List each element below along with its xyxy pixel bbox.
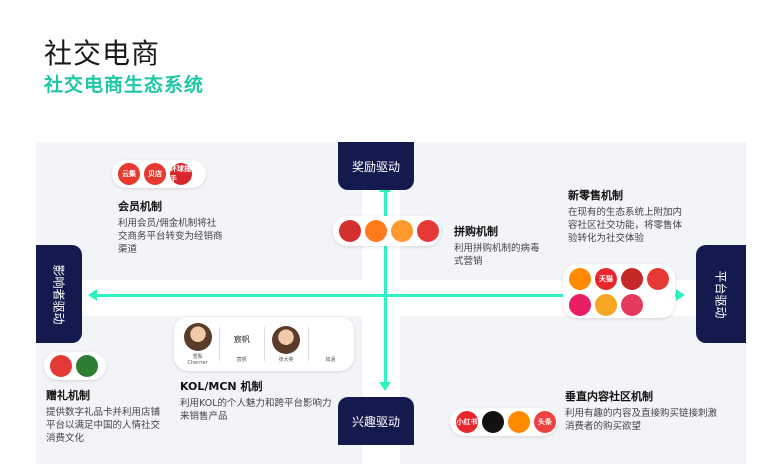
- brand-logo: 环球捕手: [170, 163, 192, 185]
- mechanism-description: 利用拼购机制的病毒式营销: [454, 242, 540, 268]
- arrow-left-icon: [88, 289, 97, 301]
- ruhan-logo: [316, 326, 344, 354]
- arrow-down-icon: [379, 382, 391, 391]
- kol-item: 宸帆宸帆: [224, 326, 259, 363]
- brand-logo: [365, 220, 387, 242]
- mechanism-description-line: 利用有趣的内容及直接购买链接刺激: [565, 408, 718, 419]
- mechanism-description-line: 利用会员/佣金机制将社: [118, 218, 217, 229]
- mechanism-description: 利用KOL的个人魅力和跨平台影响力来销售产品: [180, 397, 331, 423]
- divider: [307, 327, 309, 361]
- logo-card-gift: [44, 352, 106, 380]
- mechanism-description-line: 在现有的生态系统上附加内: [568, 207, 683, 218]
- brand-logo: [569, 268, 591, 290]
- mechanism-title: KOL/MCN 机制: [180, 380, 263, 393]
- logo-card-retail: 天猫: [563, 264, 675, 318]
- mechanism-description-line: 式营销: [454, 256, 483, 267]
- mechanism-kol: KOL/MCN 机制利用KOL的个人魅力和跨平台影响力来销售产品: [180, 378, 331, 423]
- driver-platform: 平台驱动: [696, 245, 746, 343]
- mechanism-description-line: 来销售产品: [180, 411, 228, 422]
- mechanism-title: 赠礼机制: [46, 389, 90, 402]
- brand-logo: [569, 294, 591, 316]
- kol-caption: 如涵: [325, 356, 336, 363]
- mechanism-title: 会员机制: [118, 200, 162, 213]
- page-title: 社交电商: [44, 37, 161, 70]
- kol-item: 如涵: [313, 326, 348, 363]
- mechanism-description-line: 容社区社交功能，将零售体: [568, 220, 683, 231]
- chenfan-logo: 宸帆: [233, 335, 250, 344]
- tiktok-logo: [482, 411, 504, 433]
- yunji-logo: 云集: [118, 163, 140, 185]
- tmall-logo: 天猫: [595, 268, 617, 290]
- driver-interest: 兴趣驱动: [338, 397, 414, 445]
- mechanism-description: 利用有趣的内容及直接购买链接刺激消费者的购买欲望: [565, 407, 717, 433]
- portrait-logo: [272, 325, 301, 354]
- brand-logo: [621, 268, 643, 290]
- mechanism-description-line: 利用拼购机制的病毒: [454, 243, 540, 254]
- brand-logo: [595, 294, 617, 316]
- mechanism-group: 拼购机制利用拼购机制的病毒式营销: [454, 223, 540, 268]
- horizontal-axis: [94, 294, 680, 297]
- mechanism-vertical: 垂直内容社区机制利用有趣的内容及直接购买链接刺激消费者的购买欲望: [565, 388, 717, 433]
- mechanism-description-line: 利用KOL的个人魅力和跨平台影响力: [180, 398, 332, 409]
- driver-reward: 奖励驱动: [338, 142, 414, 190]
- brand-logo: [50, 355, 72, 377]
- arrow-logo: [417, 220, 439, 242]
- brand-logo: [391, 220, 413, 242]
- mechanism-title: 拼购机制: [454, 225, 498, 238]
- logo-card-member: 云集贝店环球捕手: [112, 160, 206, 188]
- logo-card-vertical: 小红书 头条: [450, 408, 557, 436]
- divider: [219, 327, 221, 361]
- kol-item: 张大奕: [269, 325, 304, 363]
- mechanism-member: 会员机制利用会员/佣金机制将社交商务平台转变为经销商渠道: [118, 198, 223, 256]
- divider: [263, 327, 265, 361]
- mechanism-description: 在现有的生态系统上附加内容社区社交功能，将零售体验转化为社交体验: [568, 206, 682, 245]
- mechanism-gift: 赠礼机制提供数字礼品卡并利用店铺平台以满足中国的人情社交消费文化: [46, 387, 160, 445]
- mechanism-description: 提供数字礼品卡并利用店铺平台以满足中国的人情社交消费文化: [46, 406, 160, 445]
- mushroom-logo: [621, 294, 643, 316]
- brand-logo: [508, 411, 530, 433]
- mechanism-description-line: 验转化为社交体验: [568, 233, 645, 244]
- driver-influencer: 影响者驱动: [36, 245, 82, 343]
- mechanism-description-line: 提供数字礼品卡并利用店铺: [46, 407, 161, 418]
- arrow-right-icon: [676, 289, 685, 301]
- mechanism-description-line: 交商务平台转变为经销商: [118, 231, 223, 242]
- portrait-logo: [183, 322, 212, 351]
- logo-card-group: [333, 216, 441, 246]
- page-subtitle: 社交电商生态系统: [44, 74, 205, 96]
- mechanism-description-line: 消费者的购买欲望: [565, 421, 642, 432]
- mechanism-description-line: 平台以满足中国的人情社交: [46, 420, 161, 431]
- mechanism-title: 新零售机制: [568, 189, 623, 202]
- brand-logo: [76, 355, 98, 377]
- kol-caption: 雪梨 Cherrier: [187, 353, 208, 366]
- mechanism-description-line: 渠道: [118, 244, 138, 255]
- kol-caption: 张大奕: [278, 356, 294, 363]
- mechanism-description-line: 消费文化: [46, 433, 85, 444]
- brand-logo: 头条: [534, 411, 556, 433]
- xiaohongshu-logo: 小红书: [456, 411, 478, 433]
- mechanism-description: 利用会员/佣金机制将社交商务平台转变为经销商渠道: [118, 217, 223, 256]
- mechanism-title: 垂直内容社区机制: [565, 390, 653, 403]
- brand-logo: [647, 268, 669, 290]
- pattern-logo: [339, 220, 361, 242]
- vertical-axis: [384, 186, 387, 386]
- mechanism-retail: 新零售机制在现有的生态系统上附加内容社区社交功能，将零售体验转化为社交体验: [568, 187, 682, 245]
- kol-item: 雪梨 Cherrier: [180, 322, 215, 366]
- kol-caption: 宸帆: [236, 356, 247, 363]
- beidian-logo: 贝店: [144, 163, 166, 185]
